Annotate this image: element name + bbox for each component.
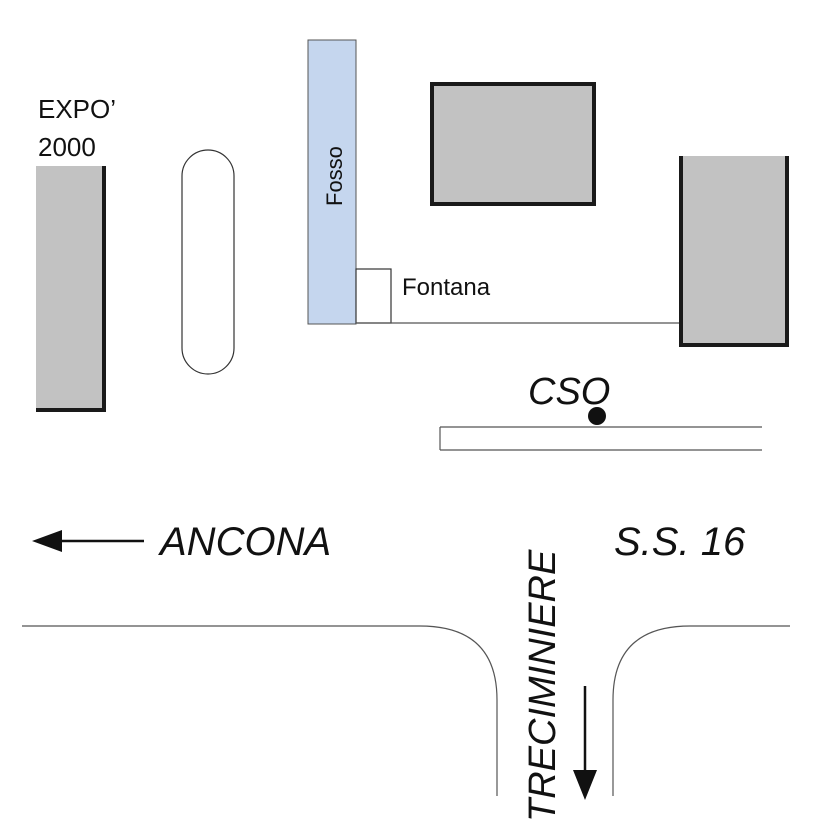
fosso-label: Fosso bbox=[322, 146, 347, 206]
road-curbs bbox=[22, 625, 790, 796]
cso-dot-marker bbox=[588, 407, 606, 425]
oval-island bbox=[181, 149, 235, 375]
fontana-box bbox=[355, 268, 392, 324]
fosso-canal bbox=[307, 39, 357, 325]
building-right bbox=[679, 156, 789, 347]
sidewalk-strip bbox=[439, 426, 762, 451]
expo-building bbox=[36, 166, 106, 412]
fontana-label: Fontana bbox=[402, 274, 491, 301]
ancona-label: ANCONA bbox=[158, 520, 331, 564]
arrow-down-icon bbox=[573, 686, 597, 800]
arrow-left-icon bbox=[32, 530, 144, 552]
ss16-label: S.S. 16 bbox=[614, 520, 746, 564]
expo-label-line2: 2000 bbox=[38, 132, 96, 162]
expo-label-line1: EXPO’ bbox=[38, 94, 116, 124]
cso-label: CSO bbox=[528, 371, 610, 413]
building-top-center bbox=[430, 82, 596, 206]
treciminiere-label: TRECIMINIERE bbox=[522, 549, 564, 822]
